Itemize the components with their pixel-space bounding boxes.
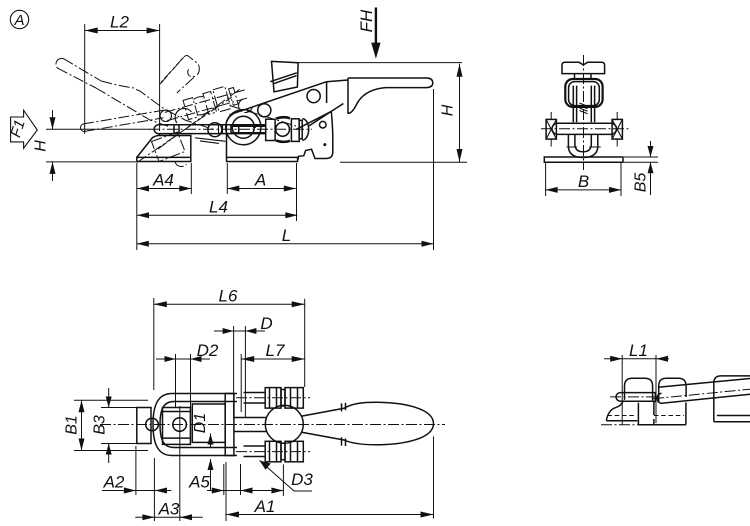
svg-text:A3: A3 (158, 499, 180, 518)
svg-text:F1: F1 (7, 118, 29, 140)
svg-text:D1: D1 (192, 413, 209, 433)
svg-text:B1: B1 (63, 415, 80, 435)
svg-text:A1: A1 (254, 497, 276, 516)
svg-text:D2: D2 (197, 341, 219, 360)
svg-text:A4: A4 (152, 171, 174, 190)
svg-text:L2: L2 (110, 13, 129, 32)
svg-text:B5: B5 (632, 173, 649, 193)
svg-text:B: B (578, 172, 589, 191)
svg-text:FH: FH (357, 9, 376, 32)
svg-text:L1: L1 (629, 341, 648, 360)
svg-text:D3: D3 (291, 470, 313, 489)
svg-text:H: H (440, 104, 457, 116)
svg-text:A: A (13, 12, 24, 29)
svg-text:D: D (260, 314, 272, 333)
svg-text:L6: L6 (219, 286, 238, 305)
svg-text:A2: A2 (103, 473, 125, 492)
svg-text:L4: L4 (209, 197, 228, 216)
svg-text:H: H (33, 140, 50, 152)
svg-text:L: L (282, 226, 291, 245)
svg-text:A5: A5 (188, 473, 210, 492)
svg-text:L7: L7 (266, 341, 285, 360)
svg-text:A: A (254, 171, 266, 190)
